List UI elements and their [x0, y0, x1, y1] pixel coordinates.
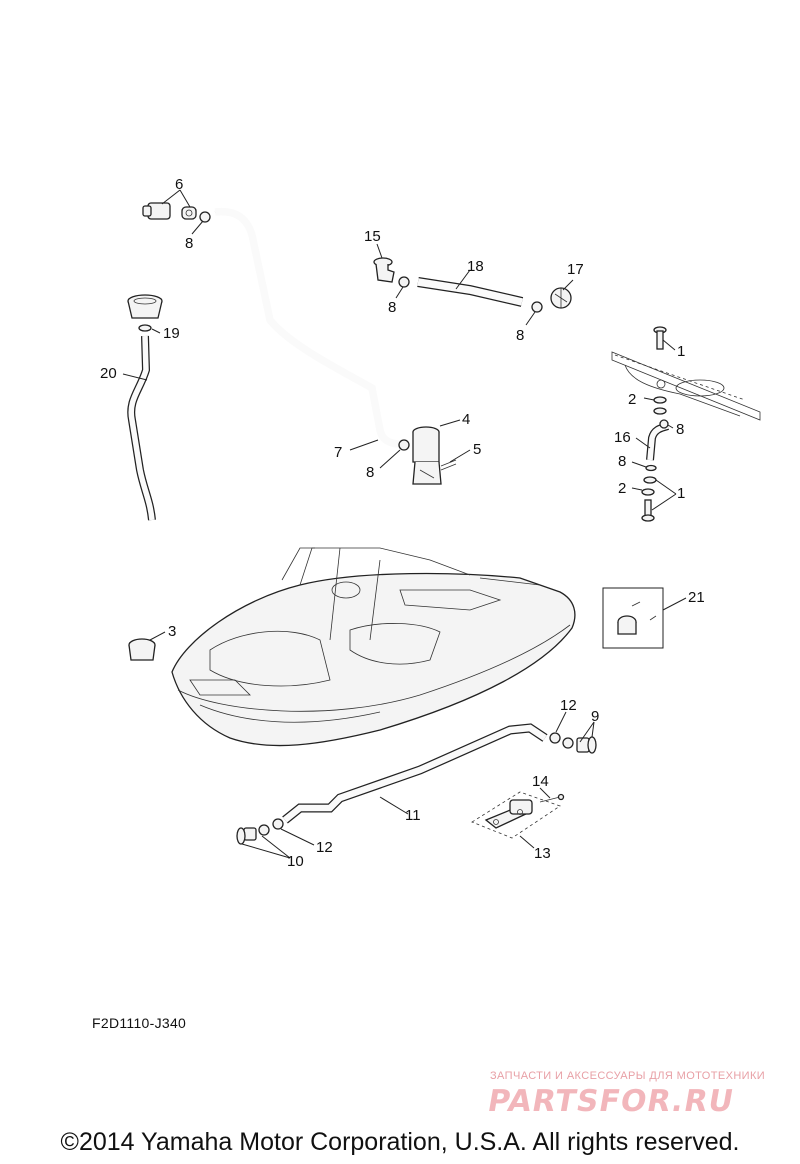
callout-12: 12 — [316, 839, 333, 856]
callout-17: 17 — [567, 261, 584, 278]
copyright-notice: ©2014 Yamaha Motor Corporation, U.S.A. A… — [60, 1128, 740, 1156]
callout-numbers: 6 8 15 8 18 17 8 19 20 4 7 5 8 1 2 8 16 … — [100, 176, 705, 870]
part-code-label: F2D1110-J340 — [92, 1015, 187, 1031]
part-19-clamp — [138, 324, 152, 332]
part-14-screw — [539, 793, 565, 803]
boat-hull — [171, 547, 576, 747]
part-12-clamp-left — [272, 818, 284, 830]
callout-20: 20 — [100, 365, 117, 382]
callout-5: 5 — [473, 441, 481, 458]
part-8-clamp — [199, 211, 211, 223]
part-12-clamp-right — [549, 732, 561, 744]
callout-1: 1 — [677, 343, 685, 360]
callout-4: 4 — [462, 411, 470, 428]
part-20-hose — [127, 335, 156, 521]
part-4-filter — [412, 426, 442, 485]
callout-12: 12 — [560, 697, 577, 714]
watermark-tagline: ЗАПЧАСТИ И АКСЕССУАРЫ ДЛЯ МОТОТЕХНИКИ — [490, 1070, 766, 1082]
callout-8: 8 — [185, 235, 193, 252]
callout-2: 2 — [628, 391, 636, 408]
deck-plate-inset — [611, 351, 761, 421]
callout-10: 10 — [287, 853, 304, 870]
part-5-band — [440, 459, 457, 471]
part-1-bolt-bottom — [641, 476, 657, 522]
callout-8: 8 — [516, 327, 524, 344]
callout-9: 9 — [591, 708, 599, 725]
callout-3: 3 — [168, 623, 176, 640]
callout-16: 16 — [614, 429, 631, 446]
watermark-logo: PARTSFOR.RU — [484, 1084, 737, 1119]
callout-7: 7 — [334, 444, 342, 461]
callout-2: 2 — [618, 480, 626, 497]
part-3-cup-holder — [128, 638, 156, 661]
part-16-hose — [646, 422, 669, 461]
callout-8: 8 — [388, 299, 396, 316]
part-7-hose — [214, 207, 401, 448]
part-20-cup — [127, 294, 163, 319]
part-6-fitting — [142, 202, 197, 220]
leader-lines — [122, 189, 687, 859]
callout-8: 8 — [618, 453, 626, 470]
callout-19: 19 — [163, 325, 180, 342]
callout-6: 6 — [175, 176, 183, 193]
part-18-hose — [417, 277, 524, 307]
callout-18: 18 — [467, 258, 484, 275]
callout-8: 8 — [676, 421, 684, 438]
part-13-bracket — [471, 791, 561, 839]
part-15-elbow — [373, 257, 395, 283]
callout-1: 1 — [677, 485, 685, 502]
part-9-fitting — [562, 736, 597, 754]
callout-11: 11 — [405, 807, 421, 824]
callout-21: 21 — [688, 589, 705, 606]
part-8-clamp-vent-left — [398, 276, 410, 288]
part-10-fitting — [236, 824, 270, 845]
callout-13: 13 — [534, 845, 551, 862]
callout-14: 14 — [532, 773, 549, 790]
part-2-washer-top — [653, 396, 667, 415]
part-8-clamp-lower — [398, 439, 410, 451]
part-8-clamp-inset — [645, 419, 669, 472]
callout-8: 8 — [366, 464, 374, 481]
part-17-valve — [550, 287, 572, 309]
part-11-hose — [282, 723, 548, 824]
callout-15: 15 — [364, 228, 381, 245]
part-21-inset — [602, 587, 664, 649]
part-1-bolt-top — [653, 326, 667, 350]
part-8-clamp-vent-right — [531, 301, 543, 313]
